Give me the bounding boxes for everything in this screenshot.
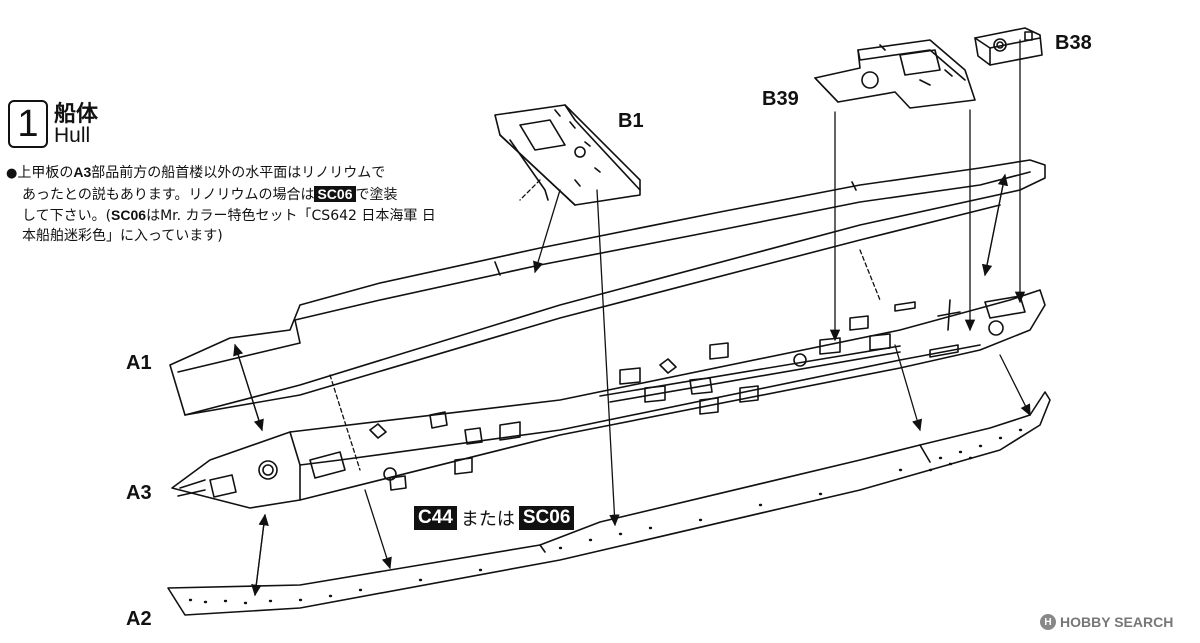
note-line1-a: 上甲板の <box>17 165 74 181</box>
label-part-a2: A2 <box>126 608 152 630</box>
note-line4: 本船舶迷彩色」に入っています) <box>22 228 223 244</box>
note-line2-b: で塗装 <box>355 187 398 203</box>
note-line1-b: 部品前方の船首楼以外の水平面はリノリウムで <box>91 165 386 181</box>
label-part-a3: A3 <box>126 482 152 504</box>
note-part-code: A3 <box>73 164 92 180</box>
step-number: 1 <box>17 103 39 145</box>
color-callout-or: または <box>460 509 515 530</box>
step-number-box: 1 <box>8 100 48 148</box>
note-color-code-2: SC06 <box>111 207 147 223</box>
part-b38-outline <box>974 27 1043 66</box>
hobby-search-logo-icon: H <box>1040 614 1056 630</box>
part-a2-outline <box>167 391 1051 616</box>
watermark: H HOBBY SEARCH <box>1040 614 1173 630</box>
note-line3-a: して下さい。( <box>22 208 112 224</box>
label-part-b38: B38 <box>1055 32 1092 54</box>
color-chip-sc06: SC06 <box>518 506 575 530</box>
label-part-b39: B39 <box>762 88 799 110</box>
step-title-japanese: 船体 <box>54 102 99 127</box>
part-a3-outline <box>171 289 1046 509</box>
label-part-a1: A1 <box>126 352 152 374</box>
note-line-4: 本船舶迷彩色」に入っています) <box>6 226 466 246</box>
assembly-arrows <box>233 39 1031 597</box>
part-a1-outline <box>169 159 1046 416</box>
part-b1-outline <box>494 104 641 206</box>
note-line2-a: あったとの説もあります。リノリウムの場合は <box>22 187 315 203</box>
color-chip-c44: C44 <box>414 506 457 530</box>
bullet-icon: ● <box>6 166 18 181</box>
assembly-note: ●上甲板のA3部品前方の船首楼以外の水平面はリノリウムで あったとの説もあります… <box>6 162 466 246</box>
watermark-text: HOBBY SEARCH <box>1060 614 1174 630</box>
note-color-code-1: SC06 <box>314 186 356 202</box>
note-line3-b: はMr. カラー特色セット「CS642 日本海軍 日 <box>146 208 436 224</box>
color-callout: C44 または SC06 <box>414 505 575 531</box>
part-b39-outline <box>814 39 976 109</box>
note-line-3: して下さい。(SC06はMr. カラー特色セット「CS642 日本海軍 日 <box>6 205 466 226</box>
label-part-b1: B1 <box>618 110 644 132</box>
step-title-english: Hull <box>54 124 91 147</box>
note-line-1: ●上甲板のA3部品前方の船首楼以外の水平面はリノリウムで <box>6 162 466 184</box>
